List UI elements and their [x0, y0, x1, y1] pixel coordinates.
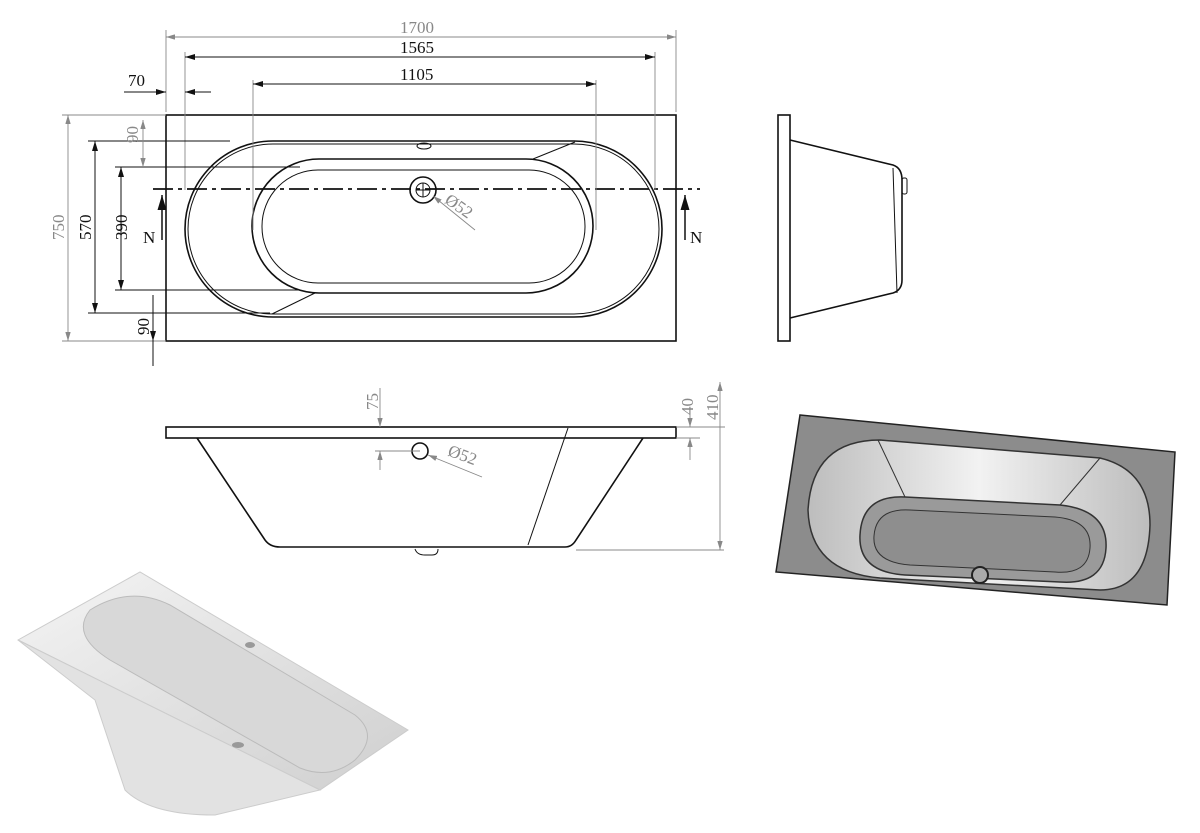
overflow-icon	[416, 142, 432, 150]
dim-75: 75	[363, 393, 382, 410]
render-top-view	[775, 414, 1176, 606]
dim-90-top: 90	[123, 126, 142, 143]
inner-oval	[184, 140, 663, 318]
section-mark-right: N	[690, 228, 702, 247]
drain-diameter-label: Ø52	[442, 190, 477, 222]
overflow-diameter-label: Ø52	[445, 441, 479, 469]
dim-750: 750	[49, 215, 68, 241]
rim-outline	[165, 114, 677, 342]
dim-90-bottom: 90	[134, 318, 153, 335]
bottom-oval	[251, 158, 594, 294]
dim-70: 70	[128, 71, 145, 90]
front-view: Ø52 75 40 410	[165, 382, 725, 556]
dim-1105: 1105	[400, 65, 433, 84]
dim-40: 40	[678, 398, 697, 415]
dim-570: 570	[76, 215, 95, 241]
dim-1565: 1565	[400, 38, 434, 57]
dim-390: 390	[112, 215, 131, 241]
top-view: Ø52 N N 1700 1565 1105 70 750 570 390 90…	[49, 18, 702, 366]
side-view	[777, 114, 908, 342]
drain-icon	[409, 176, 437, 204]
section-mark-left: N	[143, 228, 155, 247]
dim-1700: 1700	[400, 18, 434, 37]
render-perspective	[16, 571, 409, 816]
dim-410: 410	[703, 395, 722, 421]
